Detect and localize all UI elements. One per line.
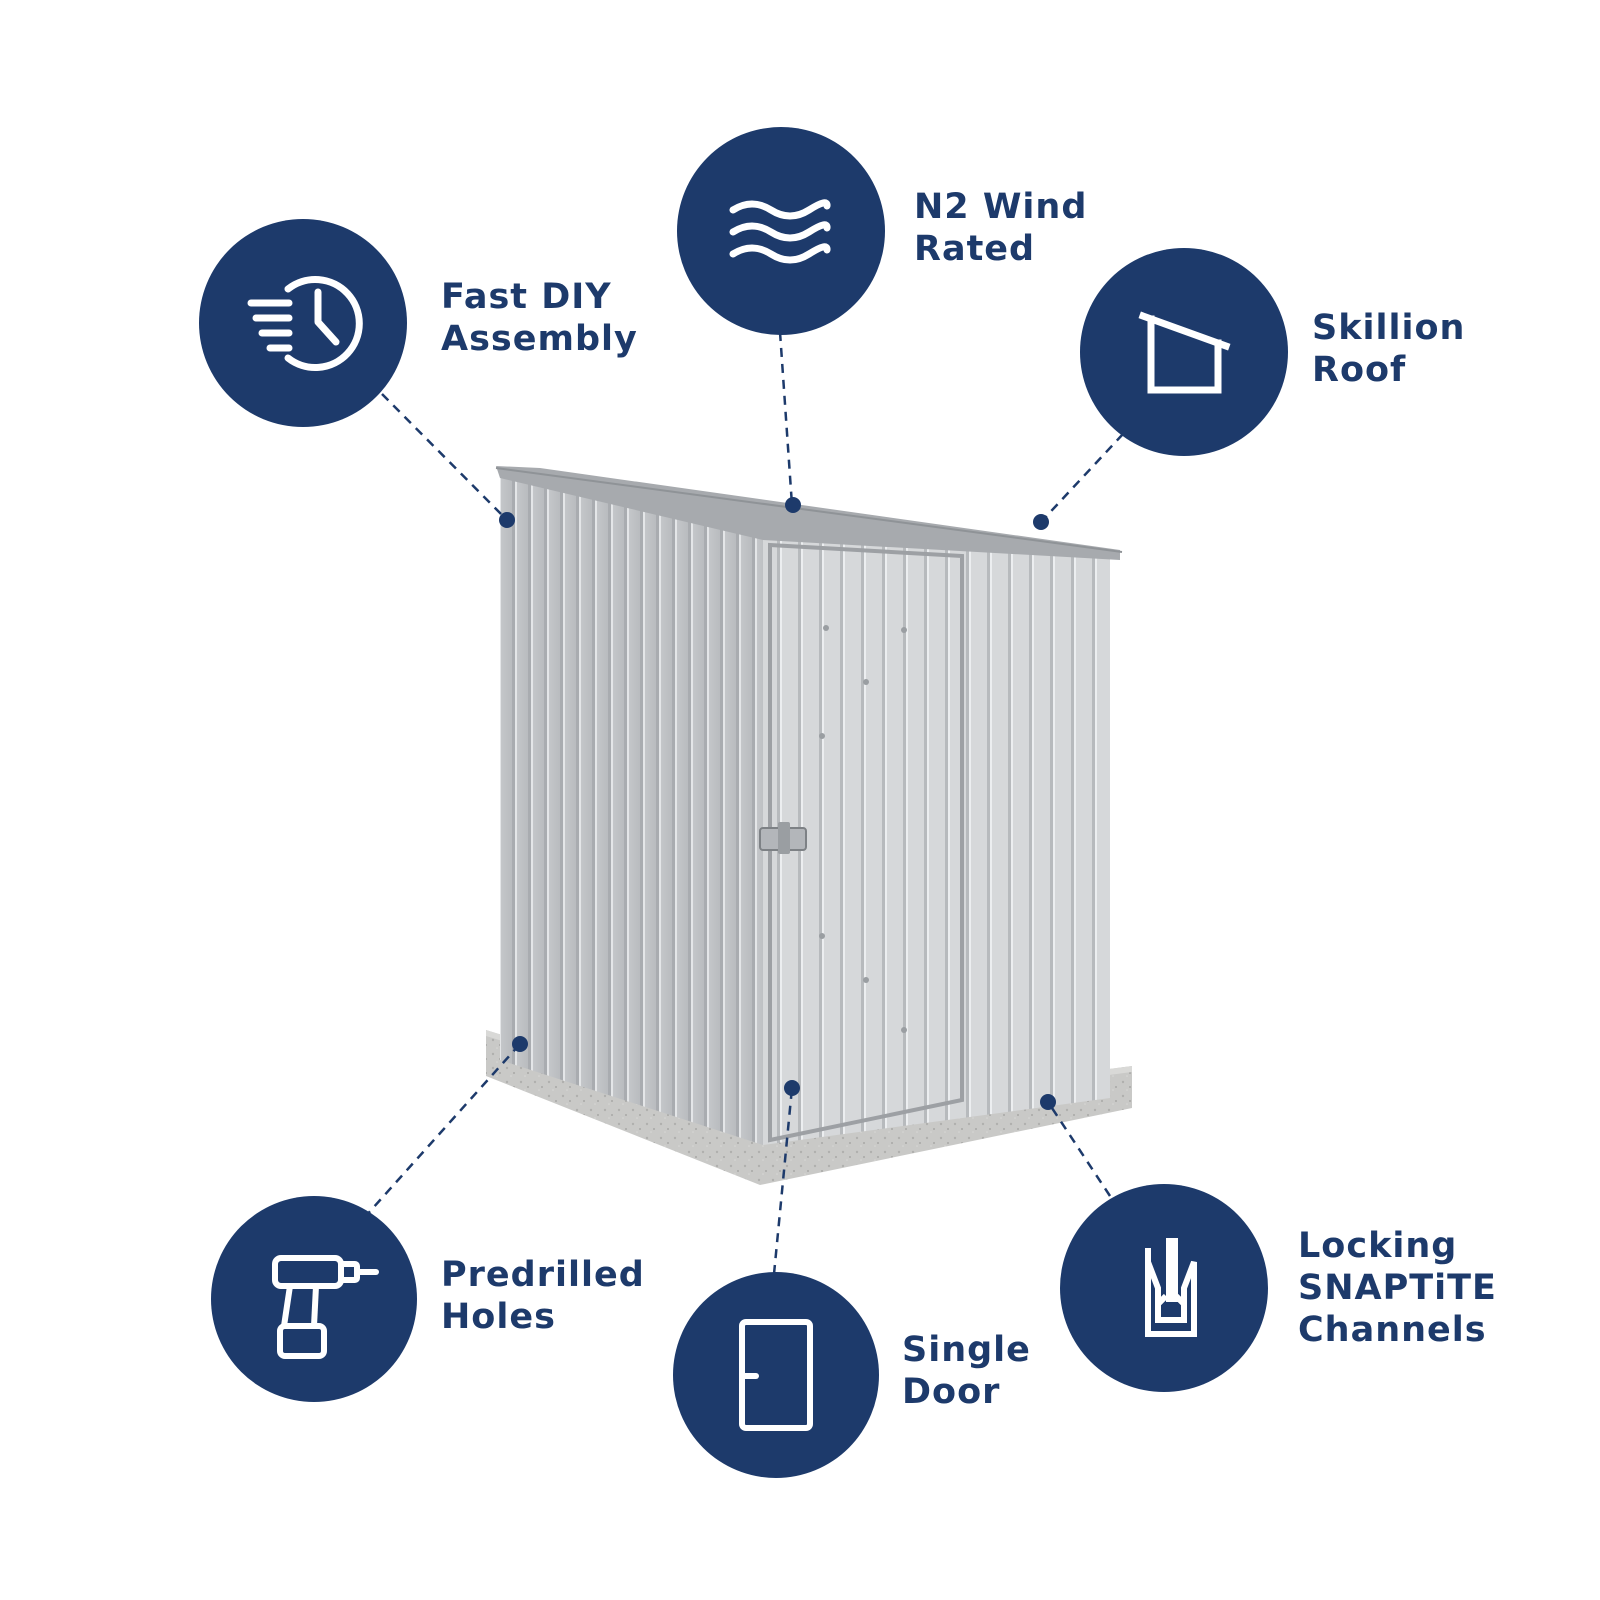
- feature-circle: [1060, 1184, 1268, 1392]
- label-line: Single: [902, 1330, 1031, 1370]
- label-line: Assembly: [441, 319, 638, 359]
- label-n2-wind-rated: N2 Wind Rated: [914, 186, 1087, 270]
- wind-waves-icon: [729, 199, 831, 264]
- label-line: Locking: [1298, 1226, 1458, 1266]
- feature-predrilled-holes: [211, 1196, 417, 1402]
- snaptite-channel-icon: [1145, 1238, 1197, 1337]
- label-line: Roof: [1312, 350, 1407, 390]
- label-line: Channels: [1298, 1310, 1487, 1350]
- leader-snaptite: [1046, 1101, 1112, 1197]
- label-fast-diy-assembly: Fast DIY Assembly: [441, 276, 638, 360]
- leader-wind: [778, 331, 794, 506]
- leader-skillion: [1040, 433, 1124, 523]
- label-predrilled-holes: Predrilled Holes: [441, 1254, 645, 1338]
- skillion-roof-icon: [1138, 311, 1231, 394]
- label-line: Fast DIY: [441, 277, 612, 317]
- feature-locking-snaptite-channels: [1060, 1184, 1268, 1392]
- fast-clock-icon: [247, 276, 363, 371]
- leader-fast-diy: [381, 393, 508, 521]
- label-line: Skillion: [1312, 308, 1466, 348]
- label-locking-snaptite-channels: Locking SNAPTiTE Channels: [1298, 1225, 1497, 1351]
- door-icon: [739, 1319, 813, 1431]
- feature-single-door: [673, 1272, 879, 1478]
- feature-circle: [673, 1272, 879, 1478]
- feature-n2-wind-rated: [677, 127, 885, 335]
- label-skillion-roof: Skillion Roof: [1312, 307, 1465, 391]
- shed-door: [768, 542, 964, 1143]
- shed-side-wall: [500, 472, 763, 1145]
- label-line: Predrilled: [441, 1255, 645, 1295]
- feature-circle: [1080, 248, 1288, 456]
- label-single-door: Single Door: [902, 1329, 1031, 1413]
- label-line: N2 Wind: [914, 187, 1088, 227]
- anchor-dots: [499, 497, 1056, 1110]
- garden-shed-illustration: [486, 466, 1132, 1185]
- label-line: Door: [902, 1372, 1001, 1412]
- drill-icon: [272, 1255, 379, 1359]
- feature-fast-diy-assembly: [199, 219, 407, 427]
- label-line: Rated: [914, 229, 1036, 269]
- feature-circle: [199, 219, 407, 427]
- label-line: Holes: [441, 1297, 556, 1337]
- leader-lines: [363, 331, 1124, 1275]
- label-line: SNAPTiTE: [1298, 1268, 1497, 1308]
- feature-skillion-roof: [1080, 248, 1288, 456]
- feature-circle: [677, 127, 885, 335]
- leader-predrilled: [363, 1043, 521, 1219]
